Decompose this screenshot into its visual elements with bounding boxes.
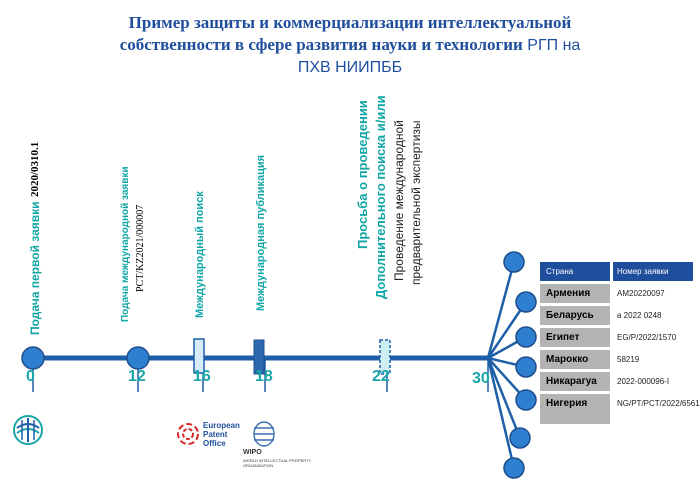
slide-title: Пример защиты и коммерциализации интелле…: [40, 12, 660, 79]
month-16: 16: [193, 368, 211, 385]
label-month-22-b: Дополнительного поиска и/или: [373, 95, 388, 318]
month-22: 22: [372, 368, 390, 385]
marker-18: [253, 339, 265, 375]
table-row: Нигерия NG/PT/PCT/2022/6561: [540, 394, 700, 424]
month-30: 30: [472, 370, 490, 387]
label-0-text: Подача первой заявки: [28, 201, 42, 335]
label-16-text: Международный поиск: [194, 191, 206, 318]
label-month-22-d: предварительной экспертизы: [408, 120, 424, 318]
title-line-3: ПХВ НИИПББ: [297, 59, 403, 76]
institute-logo: [13, 415, 43, 445]
label-18-text: Международная публикация: [255, 155, 267, 312]
label-month-12: Подача международной заявки: [118, 166, 133, 326]
country-name: Марокко: [540, 350, 610, 369]
header-number: Номер заявки: [613, 262, 693, 281]
label-month-12-detail: PCT/KZ2021/000007: [133, 205, 148, 326]
country-name: Беларусь: [540, 306, 610, 325]
label-22-detail2: предварительной экспертизы: [409, 120, 423, 285]
label-22-detail1: Проведение международной: [392, 120, 406, 281]
title-line-2-rest: РГП на: [522, 37, 581, 54]
application-number: 58219: [613, 350, 693, 369]
application-number: a 2022 0248: [613, 306, 693, 325]
label-22-line1: Просьба о проведении: [355, 100, 370, 249]
country-nodes: [503, 251, 537, 479]
country-name: Египет: [540, 328, 610, 347]
label-month-0: Подача первой заявки 2020/0310.1: [27, 142, 43, 335]
label-22-line2: Дополнительного поиска и/или: [373, 95, 388, 299]
title-line-2: собственности в сфере развития науки и т…: [119, 35, 523, 54]
label-month-22-c: Проведение международной: [391, 120, 407, 318]
table-row: Никарагуа 2022-000096-I: [540, 372, 693, 391]
country-table: Страна Номер заявки Армения AM20220097 Б…: [540, 262, 700, 427]
marker-16: [193, 338, 205, 374]
label-12-detail: PCT/KZ2021/000007: [135, 205, 146, 293]
marker-22: [379, 339, 391, 375]
epo-logo-text: European Patent Office: [203, 421, 240, 448]
table-row: Марокко 58219: [540, 350, 693, 369]
epo-logo-mark: [177, 423, 199, 445]
application-number: NG/PT/PCT/2022/6561: [613, 394, 700, 424]
application-number: 2022-000096-I: [613, 372, 693, 391]
node-12: [126, 346, 150, 370]
label-month-16: Международный поиск: [192, 191, 208, 318]
wipo-logo-subtext: WORLD INTELLECTUAL PROPERTY ORGANIZATION: [243, 458, 312, 468]
table-header: Страна Номер заявки: [540, 262, 693, 281]
country-name: Никарагуа: [540, 372, 610, 391]
label-12-text: Подача международной заявки: [120, 166, 131, 322]
country-name: Армения: [540, 284, 610, 303]
country-name: Нигерия: [540, 394, 610, 424]
label-0-detail: 2020/0310.1: [29, 141, 41, 198]
table-row: Армения AM20220097: [540, 284, 693, 303]
month-18: 18: [255, 368, 273, 385]
label-month-18: Международная публикация: [253, 155, 269, 318]
wipo-logo-mark: [253, 421, 275, 447]
title-line-1: Пример защиты и коммерциализации интелле…: [128, 13, 572, 32]
application-number: EG/P/2022/1570: [613, 328, 693, 347]
country-fan: [486, 261, 528, 469]
table-row: Египет EG/P/2022/1570: [540, 328, 693, 347]
header-country: Страна: [540, 262, 610, 281]
application-number: AM20220097: [613, 284, 693, 303]
wipo-logo-text: WIPO: [243, 449, 262, 456]
month-12: 12: [128, 368, 146, 385]
label-month-22: Просьба о проведении: [355, 100, 370, 318]
table-row: Беларусь a 2022 0248: [540, 306, 693, 325]
month-0: 0: [26, 368, 35, 385]
node-0: [21, 346, 45, 370]
